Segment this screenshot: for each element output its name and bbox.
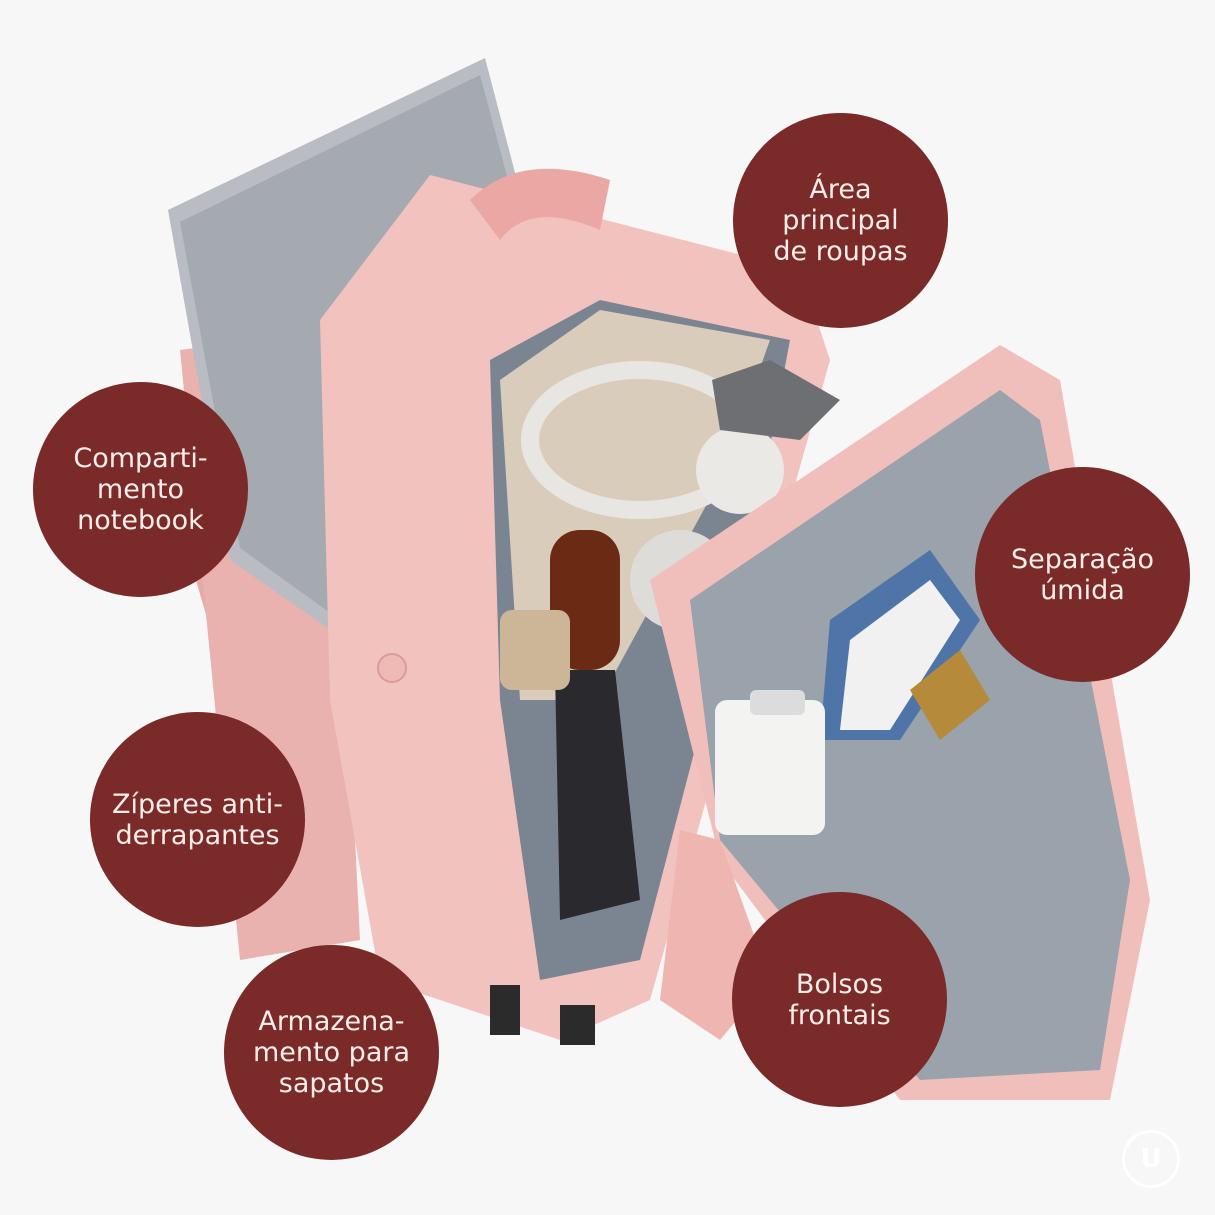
label-text: Área principal de roupas (773, 174, 908, 267)
label-notebook-compartment: Comparti- mento notebook (33, 382, 248, 597)
label-text: Comparti- mento notebook (73, 443, 208, 536)
label-anti-slip-zippers: Zíperes anti- derrapantes (90, 712, 305, 927)
label-text: Separação úmida (1011, 543, 1154, 606)
label-text: Armazena- mento para sapatos (252, 1006, 411, 1099)
label-front-pockets: Bolsos frontais (732, 892, 947, 1107)
label-main-clothes-area: Área principal de roupas (733, 113, 948, 328)
brand-logo-icon: U (1122, 1130, 1180, 1188)
label-shoe-storage: Armazena- mento para sapatos (224, 945, 439, 1160)
label-text: Bolsos frontais (788, 968, 891, 1031)
label-text: Zíperes anti- derrapantes (111, 788, 283, 851)
label-wet-separation: Separação úmida (975, 467, 1190, 682)
